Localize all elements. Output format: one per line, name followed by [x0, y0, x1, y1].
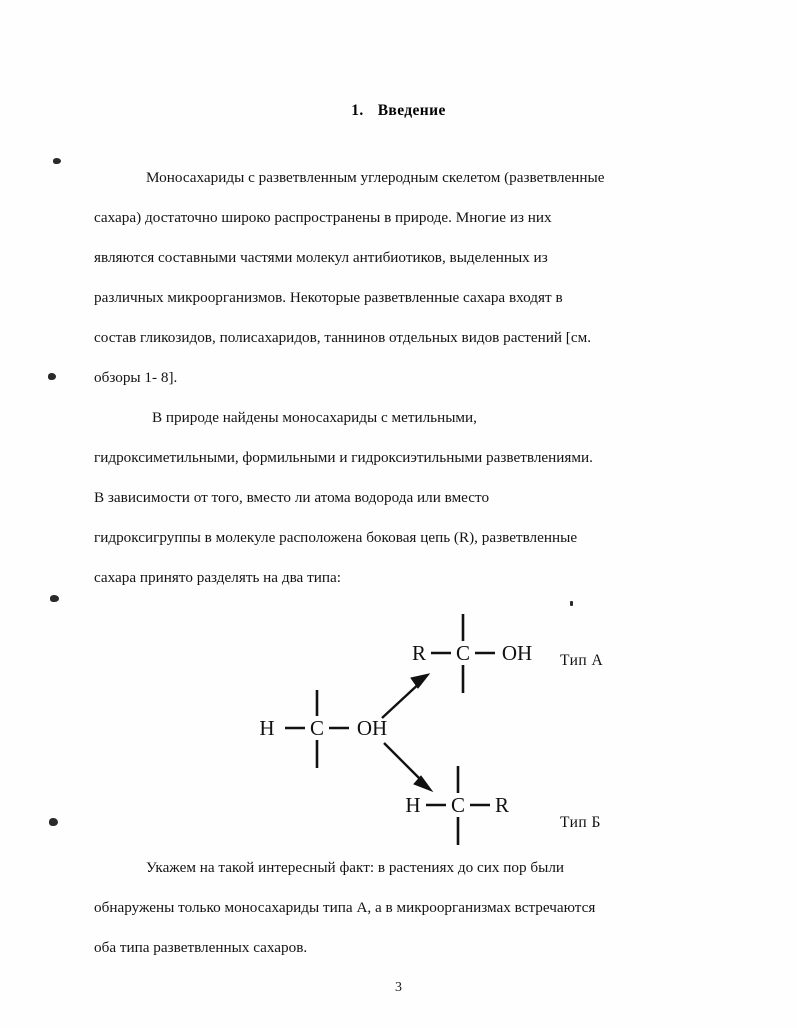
text-line: обнаружены только моносахариды типа А, а…: [94, 899, 596, 916]
atom-label-typeb-left: H: [405, 793, 420, 817]
text-line: В зависимости от того, вместо ли атома в…: [94, 489, 490, 506]
scan-speck: [48, 373, 56, 380]
scan-speck: [570, 601, 573, 606]
atom-label-typea-right: OH: [502, 641, 532, 665]
atom-label-typea-left: R: [412, 641, 426, 665]
atom-label-typeb-center: C: [451, 793, 465, 817]
text-line: сахара) достаточно широко распространены…: [94, 209, 552, 226]
text-line: различных микроорганизмов. Некоторые раз…: [94, 289, 563, 306]
text-line: состав гликозидов, полисахаридов, таннин…: [94, 329, 591, 346]
text-line: обзоры 1- 8].: [94, 369, 178, 386]
chemical-scheme: H C OH R C OH H C R: [255, 598, 675, 850]
type-a-caption: Тип А: [560, 652, 604, 669]
atom-label-parent-right: OH: [357, 716, 387, 740]
scan-speck: [50, 595, 59, 602]
text-line: В природе найдены моносахариды с метильн…: [152, 409, 477, 426]
atom-label-parent-left: H: [259, 716, 274, 740]
paragraph-types: В природе найдены моносахариды с метильн…: [94, 398, 710, 598]
text-line: гидроксигруппы в молекуле расположена бо…: [94, 529, 578, 546]
atom-label-typea-center: C: [456, 641, 470, 665]
text-line: являются составными частями молекул анти…: [94, 249, 548, 266]
scan-speck: [53, 158, 61, 164]
text-line: Укажем на такой интересный факт: в расте…: [146, 859, 565, 876]
atom-label-parent-center: C: [310, 716, 324, 740]
scan-speck: [49, 818, 58, 826]
section-heading: 1. Введение: [0, 102, 797, 120]
section-title: Введение: [377, 102, 446, 119]
section-number: 1.: [351, 102, 364, 119]
text-line: гидроксиметильными, формильными и гидрок…: [94, 449, 593, 466]
arrow-to-type-b: [383, 742, 434, 793]
type-b-caption: Тип Б: [560, 814, 601, 831]
atom-label-typeb-right: R: [495, 793, 509, 817]
arrow-to-type-a: [381, 673, 431, 719]
paragraph-intro: Моносахариды с разветвленным углеродным …: [94, 158, 710, 398]
paragraph-conclusion: Укажем на такой интересный факт: в расте…: [94, 848, 710, 968]
text-line: сахара принято разделять на два типа:: [94, 569, 341, 586]
page-number: 3: [395, 980, 402, 995]
text-line: Моносахариды с разветвленным углеродным …: [146, 169, 605, 186]
text-line: оба типа разветвленных сахаров.: [94, 939, 308, 956]
